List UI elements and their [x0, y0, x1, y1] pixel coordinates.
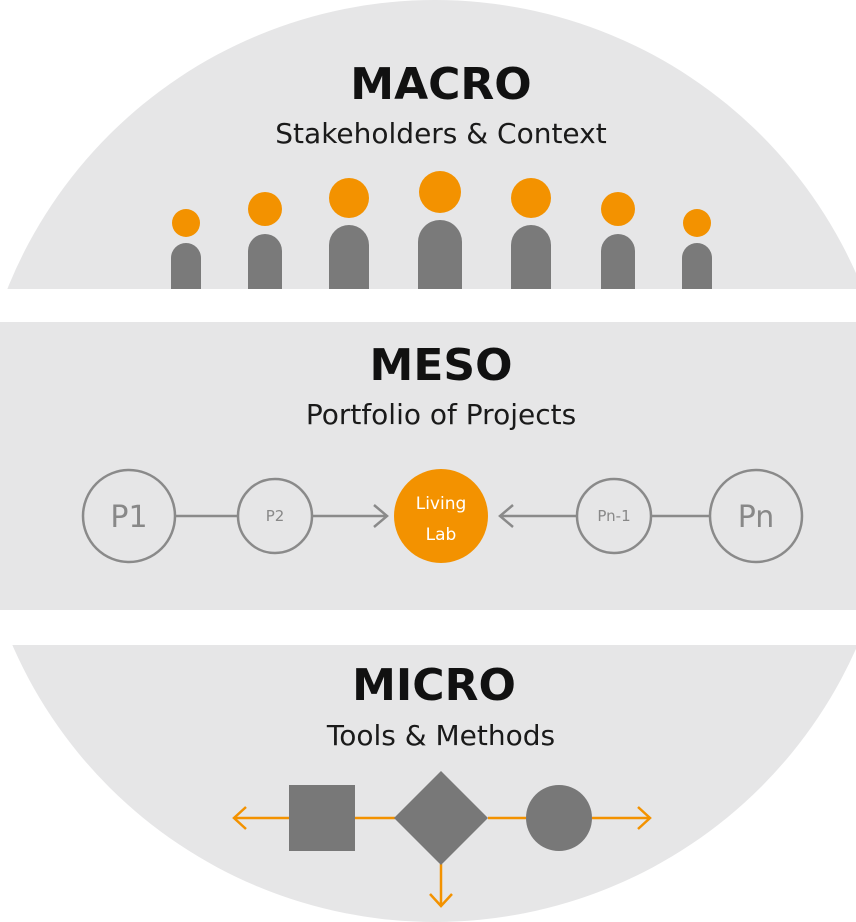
diamond-shape: [394, 771, 488, 865]
tools-flow: [232, 771, 652, 908]
micro-title: MICRO: [352, 660, 516, 711]
project-flow: P1 P2 Living Lab Pn-1 Pn: [81, 468, 804, 564]
macro-subtitle: Stakeholders & Context: [275, 117, 606, 150]
node-living-lab: Living Lab: [394, 469, 488, 563]
node-pn: Pn: [708, 468, 804, 564]
down-arrowhead: [429, 893, 453, 908]
person-icon: [329, 178, 369, 289]
node-p2: P2: [236, 477, 314, 555]
node-pn-label: Pn: [738, 500, 775, 535]
person-icon: [511, 178, 551, 289]
section-micro: MICRO Tools & Methods: [232, 660, 652, 908]
macro-title: MACRO: [350, 59, 531, 110]
node-p1: P1: [81, 468, 177, 564]
stakeholders-row: [171, 171, 712, 289]
micro-subtitle: Tools & Methods: [326, 719, 555, 752]
meso-subtitle: Portfolio of Projects: [306, 398, 576, 431]
section-meso: MESO Portfolio of Projects P1 P2 Living: [81, 340, 804, 564]
circle-shape: [526, 785, 592, 851]
section-macro: MACRO Stakeholders & Context: [171, 59, 712, 289]
square-shape: [289, 785, 355, 851]
arrowhead-left: [498, 504, 514, 528]
band-meso: [0, 322, 856, 610]
node-p1-label: P1: [110, 500, 147, 535]
person-icon: [601, 192, 635, 289]
meso-title: MESO: [370, 340, 513, 391]
node-pn-minus-1: Pn-1: [575, 477, 653, 555]
person-icon: [418, 171, 462, 289]
person-icon: [171, 209, 201, 289]
person-icon: [682, 209, 712, 289]
node-pn-minus-1-label: Pn-1: [597, 507, 630, 525]
person-icon: [248, 192, 282, 289]
arrowhead-right: [373, 504, 389, 528]
node-p2-label: P2: [266, 507, 285, 525]
hub-label-line1: Living: [416, 494, 467, 514]
right-arrowhead: [637, 806, 652, 830]
left-arrowhead: [232, 806, 247, 830]
hub-label-line2: Lab: [426, 525, 457, 545]
